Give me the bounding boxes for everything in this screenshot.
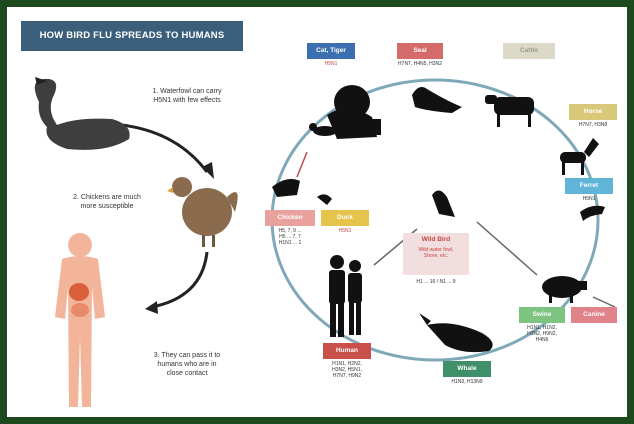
infographic-frame: HOW BIRD FLU SPREADS TO HUMANS 1. Waterf… <box>7 7 627 417</box>
wild-bird-icon <box>432 190 455 217</box>
pig-icon <box>542 276 587 303</box>
cattle-label: Cattle <box>503 43 555 59</box>
diagram-graphics <box>34 77 616 407</box>
flow-arrow-chicken-to-human <box>151 251 209 309</box>
duck-label: Duck <box>321 210 369 226</box>
human-couple-icon <box>329 255 362 337</box>
human-label: Human <box>323 343 371 359</box>
chicken-icon <box>167 177 238 247</box>
cattle-icon <box>485 95 534 127</box>
chicken-label: Chicken <box>265 210 315 226</box>
seal-subtypes: H7N7, H4N5, H3N2 <box>398 61 442 67</box>
cat-tiger-subtypes: H5N1 <box>324 61 338 67</box>
swine-label: Swine <box>519 307 565 323</box>
whale-icon <box>419 313 493 353</box>
rooster-icon <box>272 179 300 197</box>
arrow-chicken-link <box>296 151 308 178</box>
wild-bird-label: Wild Bird <box>421 236 451 243</box>
swine-subtypes: H1N1, H1N2, H3N2, H9N2, H4N6 <box>527 325 557 343</box>
ferret-icon <box>580 205 605 221</box>
wild-bird-box: Wild Bird Wild water fowl, Shore, etc. <box>403 233 469 275</box>
horse-icon <box>560 138 599 175</box>
arrow-to-canine <box>592 296 616 308</box>
wild-bird-description: Wild water fowl, Shore, etc. <box>418 247 454 259</box>
page-title: HOW BIRD FLU SPREADS TO HUMANS <box>21 21 243 51</box>
step-3-text: 3. They can pass it to humans who are in… <box>153 352 221 377</box>
whale-subtypes: H1N3, H13N9 <box>451 379 483 385</box>
lion-icon <box>327 85 381 139</box>
cat-tiger-label: Cat, Tiger <box>307 43 355 59</box>
swan-icon <box>34 77 130 150</box>
duck-icon <box>317 194 332 205</box>
chicken-subtypes: H5, 7, 9 ... H5 ... 7, 7 H1N1 ... 1 <box>278 228 302 246</box>
ferret-label: Ferret <box>565 178 613 194</box>
ferret-subtypes: H5N1 <box>582 196 596 202</box>
wild-bird-subtypes: H1 ... 16 / N1 ... 9 <box>416 279 456 285</box>
human-anatomy-icon <box>55 233 105 407</box>
cat-icon <box>309 123 337 136</box>
whale-label: Whale <box>443 361 491 377</box>
step-2-text: 2. Chickens are much more susceptible <box>73 194 141 210</box>
human-subtypes: H1N1, H2N2, H3N2, H5N1, H7N7, H9N2 <box>332 361 362 379</box>
flow-arrow-swan-to-chicken <box>121 123 209 173</box>
seal-icon <box>412 87 462 113</box>
step-1-text: 1. Waterfowl can carry H5N1 with few eff… <box>152 88 222 104</box>
horse-label: Horse <box>569 104 617 120</box>
horse-subtypes: H7N7, H3N8 <box>578 122 608 128</box>
canine-label: Canine <box>571 307 617 323</box>
arrow-wildbird-to-swine <box>476 221 538 276</box>
duck-subtypes: H5N1 <box>338 228 352 234</box>
seal-label: Seal <box>397 43 443 59</box>
